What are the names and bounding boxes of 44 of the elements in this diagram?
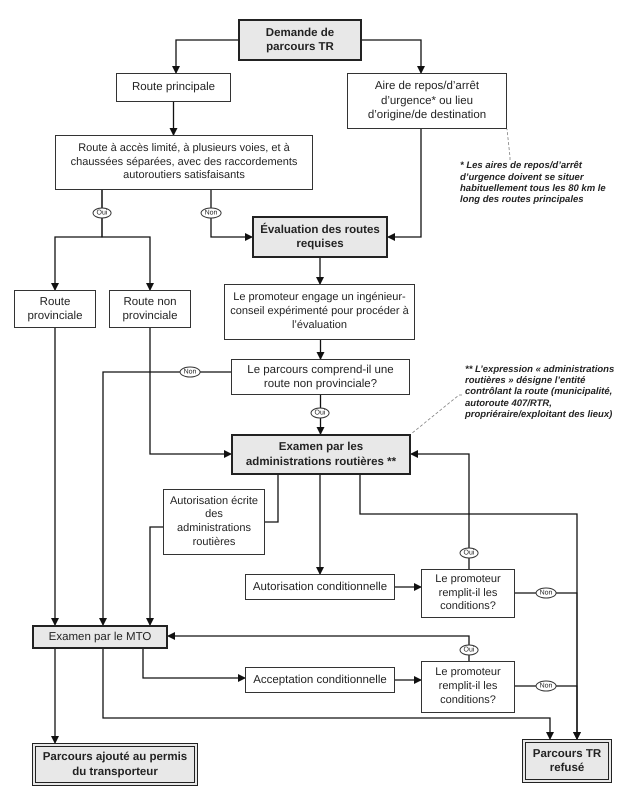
process-box: Aire de repos/d’arrêt d’urgence* ou lieu d’origine/de destination [347,73,507,129]
leader-line [506,128,510,160]
arrow [316,258,324,285]
outcome-box: Parcours TR refusé [522,739,612,783]
process-box: Le promoteur remplit-il les conditions? [421,569,515,618]
arrow [210,190,253,241]
arrow [362,39,425,74]
arrow [170,102,178,136]
outcome-box: Parcours ajouté au permis du transporteur [32,743,198,786]
arrow [51,328,59,626]
arrow [167,632,470,661]
leader-line [410,394,462,434]
process-box: Route principale [116,73,231,102]
arrow [99,371,231,626]
arrow [515,685,581,740]
arrow [146,526,163,626]
review-box: Examen par le MTO [32,625,168,649]
arrow [410,450,470,569]
process-box: Le promoteur engage un ingénieur-conseil expérimenté pour procéder à l’évaluation [224,284,415,340]
arrow [172,39,238,74]
arrow [101,190,154,291]
key-step-box: Examen par les administrations routières ** [231,434,411,475]
arrow [149,328,232,458]
arrow [51,649,59,744]
process-box: Route à accès limité, à plusieurs voies, et à chaussées séparées, avec des raccordements autoroutiers satisfaisants [55,135,313,190]
arrow [387,129,422,241]
footnote-text: ** L’expression « administrations routières » désigne l’entité contrôlant la route (municipalité, autoroute 407/RTR, propriéraire/exploitant des lieux) [462,363,626,421]
arrow [316,475,324,575]
arrow [142,649,246,682]
process-box: Acceptation conditionnelle [245,667,395,693]
process-box: Le parcours comprend-il une route non provinciale? [231,359,410,395]
key-step-box: Demande de parcours TR [238,19,362,61]
process-box: Le promoteur remplit-il les conditions? [421,661,515,713]
arrow [395,583,422,591]
arrow [395,676,422,684]
process-box: Route non provinciale [109,290,191,328]
process-box: Autorisation conditionnelle [245,574,395,600]
arrow [316,340,324,360]
process-box: Autorisation écrite des administrations routières [163,489,265,555]
arrow [316,395,324,435]
process-box: Route provinciale [14,290,96,328]
key-step-box: Évaluation des routes requises [252,216,388,258]
footnote-text: * Les aires de repos/d’arrêt d’urgence doivent se situer habituellement tous les 80 km le long des routes principales [457,160,623,206]
arrow [102,649,554,740]
